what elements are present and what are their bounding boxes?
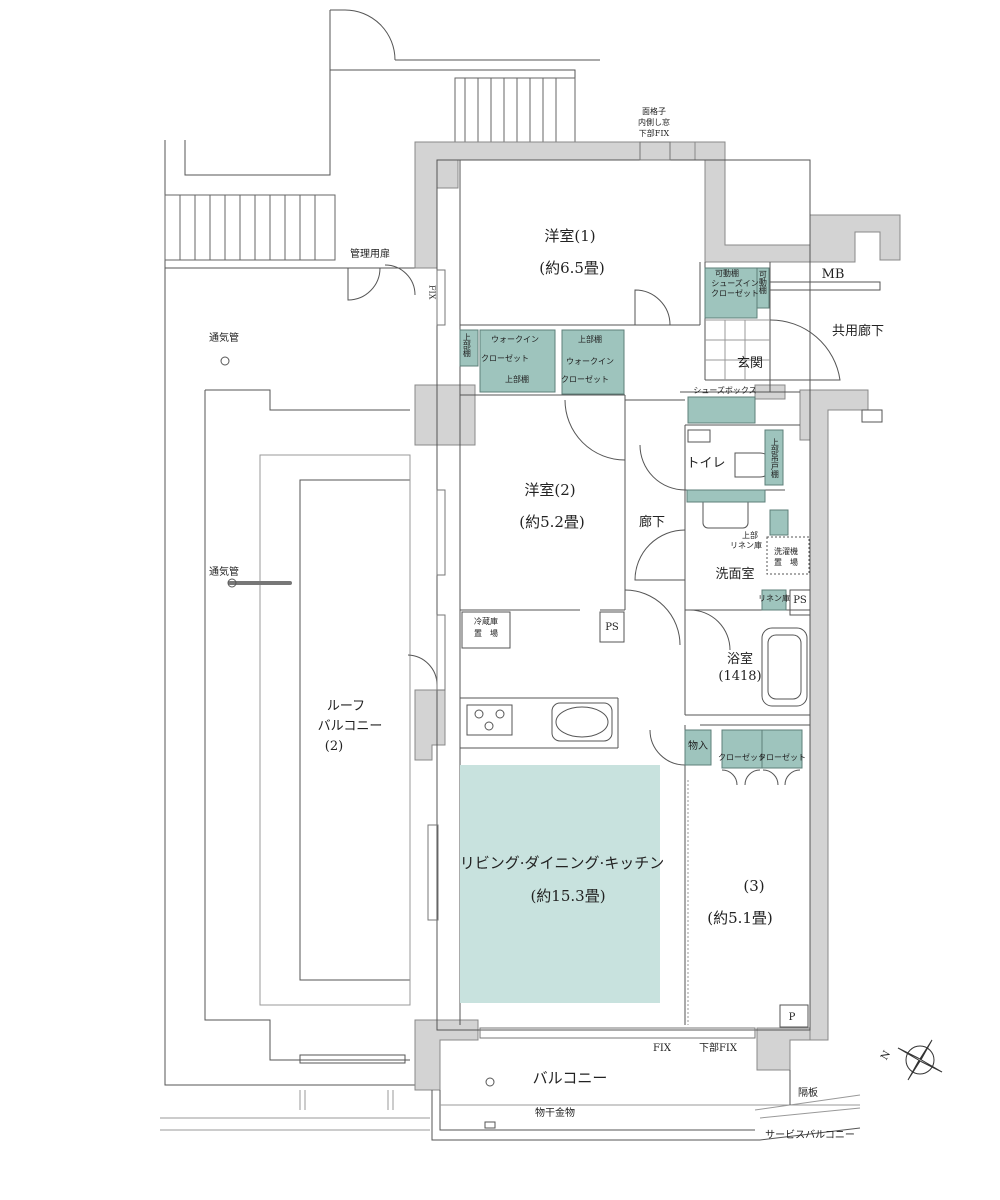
partition-label: 隔板 xyxy=(798,1088,818,1099)
room-bath-name: 浴室 xyxy=(726,652,754,667)
sink xyxy=(551,702,613,742)
window-top xyxy=(639,141,671,161)
window-note-3: 下部FIX xyxy=(638,129,670,138)
shoes-in-line1: 可動棚 xyxy=(715,269,739,278)
room-ldk-size: (約15.3畳) xyxy=(530,887,606,905)
fix-bottom2-label: 下部FIX xyxy=(698,1043,738,1054)
window-note-2: 内側し窓 xyxy=(638,118,670,127)
p-box xyxy=(779,1004,809,1028)
washer-line1: 洗濯機 xyxy=(774,547,798,556)
door-arc-entrance xyxy=(769,319,841,381)
room-corridor: 廊下 xyxy=(638,515,666,530)
compass xyxy=(897,1039,943,1081)
ps-label-2: PS xyxy=(793,595,807,606)
shoes-box: シューズボックス xyxy=(693,386,757,395)
door-arc-toilet xyxy=(639,444,686,491)
washer-line2: 置 場 xyxy=(774,558,798,567)
room-ldk-name: リビング·ダイニング·キッチン xyxy=(459,854,665,872)
wic2-upper-shelf: 上部棚 xyxy=(578,335,602,344)
door-arc-corridor xyxy=(624,589,681,646)
ps-box xyxy=(599,611,625,643)
wic1-line2: クローゼット xyxy=(481,354,529,363)
door-arc-wash xyxy=(634,529,686,581)
room-toilet: トイレ xyxy=(686,456,726,471)
fridge-line2: 置 場 xyxy=(474,629,498,638)
mb-label: MB xyxy=(821,267,845,282)
storeroom-label: 物入 xyxy=(688,741,708,752)
upper-linen-line2: リネン庫 xyxy=(730,541,762,550)
room-western3-size: (約5.1畳) xyxy=(707,909,773,927)
shoes-in-line2: シューズイン xyxy=(711,279,759,288)
balcony-outline xyxy=(431,1090,861,1141)
entrance-tiles xyxy=(705,319,770,380)
room-washroom: 洗面室 xyxy=(715,567,755,582)
ps-box-2 xyxy=(789,589,811,616)
storage-blocks xyxy=(459,267,803,769)
mgmt-door-arc xyxy=(347,267,381,301)
linen-label: リネン庫 xyxy=(758,594,790,603)
bathtub xyxy=(761,627,808,707)
wic2-line2: クローゼット xyxy=(561,375,609,384)
mgmt-door-label: 管理用扉 xyxy=(350,249,390,260)
room-western3-name: (3) xyxy=(743,877,765,895)
door-arc-left1 xyxy=(407,654,438,686)
fix-left-label: FIX xyxy=(427,285,437,300)
room-western2-name: 洋室(2) xyxy=(524,481,576,499)
wic1-line1: ウォークイン xyxy=(491,335,539,344)
room-western2-size: (約5.2畳) xyxy=(519,513,585,531)
common-corridor: 共用廊下 xyxy=(831,324,885,339)
service-balcony: サービスバルコニー xyxy=(765,1130,855,1141)
window-note-1: 面格子 xyxy=(642,107,666,116)
upper-shelf-label: 上部棚 xyxy=(505,375,529,384)
toilet-shelf: 上部吊戸棚 xyxy=(770,438,780,478)
roof-balcony-line1: ルーフ xyxy=(326,699,366,714)
movable-shelf-vertical: 可動棚 xyxy=(758,270,768,294)
upper-shelf-vertical: 上部棚 xyxy=(462,333,472,357)
fridge-line1: 冷蔵庫 xyxy=(474,617,498,626)
room-entrance: 玄関 xyxy=(736,356,764,371)
fridge-area xyxy=(461,611,511,649)
roof-balcony-line2: バルコニー xyxy=(317,719,383,734)
window-bottom xyxy=(479,1027,756,1039)
windows-left xyxy=(427,269,446,921)
ldk-fill xyxy=(460,765,660,1003)
vent-label-1: 通気管 xyxy=(209,333,239,344)
p-label: P xyxy=(788,1012,796,1023)
door-arc-bath xyxy=(689,609,731,651)
stove xyxy=(466,704,513,736)
stairs-left xyxy=(164,194,336,261)
drain-grates xyxy=(299,1054,406,1064)
room-western1-size: (約6.5畳) xyxy=(539,259,605,277)
door-arc-top xyxy=(344,9,396,61)
stairs-top xyxy=(454,77,576,144)
room-bath-size: (1418) xyxy=(718,669,762,684)
wic2-line1: ウォークイン xyxy=(566,357,614,366)
clothes-pole-label: 物干金物 xyxy=(535,1108,575,1119)
vent-label-2: 通気管 xyxy=(209,567,239,578)
room-western1-name: 洋室(1) xyxy=(544,227,596,245)
mgmt-door-arc2 xyxy=(384,264,416,296)
upper-left-outline xyxy=(164,70,415,1086)
room-balcony: バルコニー xyxy=(532,1069,608,1087)
ps-label-1: PS xyxy=(605,622,619,633)
fix-bottom-label: FIX xyxy=(652,1043,672,1054)
roof-balcony-line3: (2) xyxy=(324,739,344,754)
upper-linen-line1: 上部 xyxy=(742,531,758,540)
door-arc-bedroom1 xyxy=(634,289,671,326)
door-arc-storeroom xyxy=(649,729,686,766)
roof-balcony-outline xyxy=(204,389,410,1061)
closet-a-label: クローゼット xyxy=(718,753,766,762)
closet-b-label: クローゼット xyxy=(758,753,806,762)
door-arc-bedroom2 xyxy=(564,399,626,461)
shoes-in-line3: クローゼット xyxy=(711,289,759,298)
